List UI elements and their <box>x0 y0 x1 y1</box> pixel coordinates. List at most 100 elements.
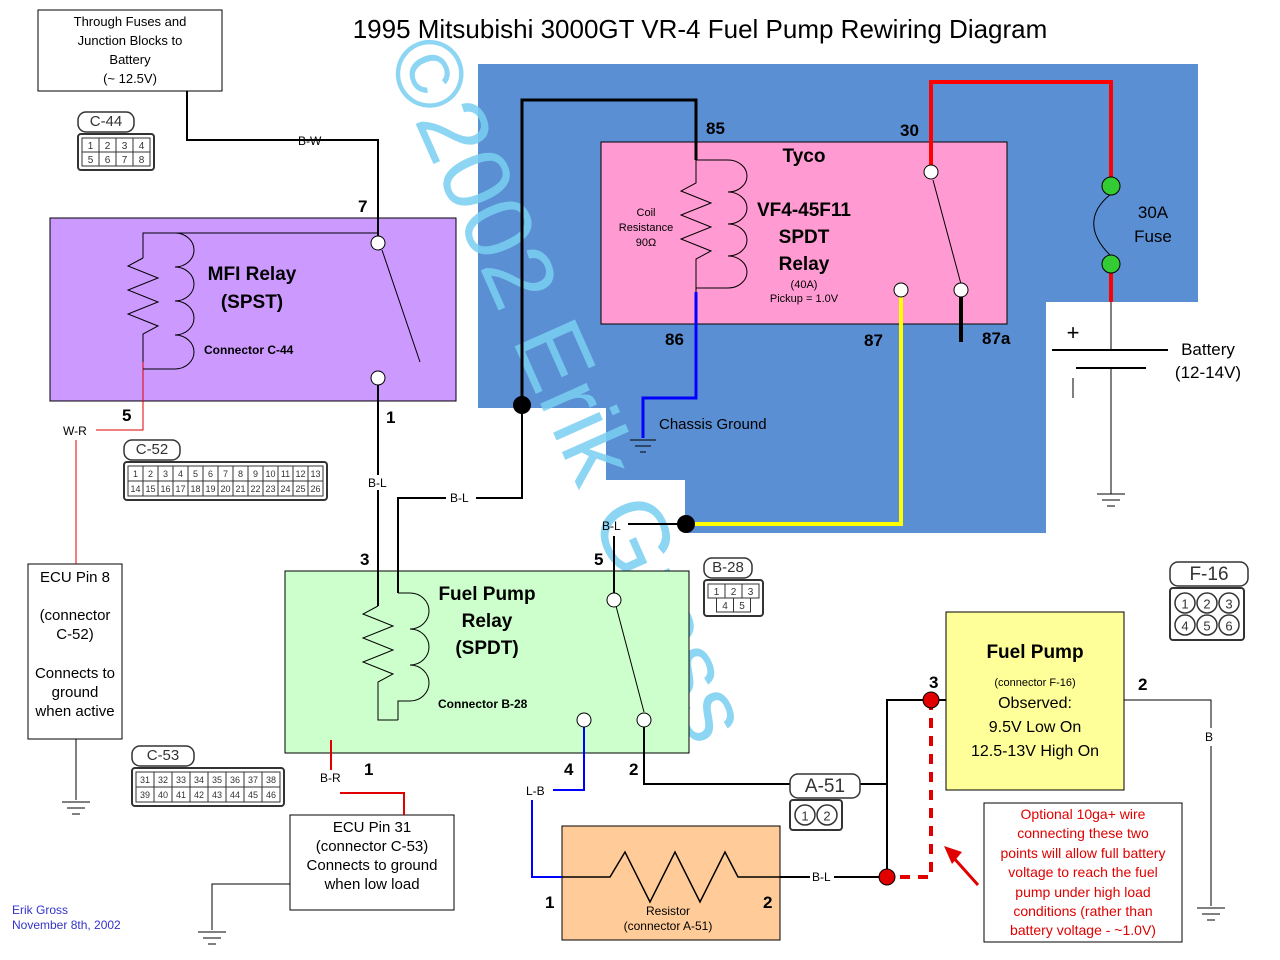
connector-c53-pin-label: 35 <box>212 775 222 785</box>
wire-wr-mfi <box>96 362 144 431</box>
ecu8-line1: ECU Pin 8 <box>40 569 110 586</box>
note-line5: pump under high load <box>1015 884 1150 900</box>
ecu8-line3: C-52) <box>56 626 94 643</box>
pin-mfi-5: 5 <box>122 406 131 425</box>
mfi-relay-box <box>49 217 457 402</box>
junction-dot-resistor <box>878 868 896 886</box>
ecu-pin8-box <box>27 563 123 740</box>
pin-fp-2: 2 <box>629 760 638 779</box>
pin-fp-1: 1 <box>364 760 373 779</box>
note-line2: connecting these two <box>1017 825 1149 841</box>
connector-a51-pin-label: 2 <box>823 809 830 824</box>
tyco-relay-box <box>600 141 1008 325</box>
connector-c52-pin-label: 4 <box>178 469 183 479</box>
wire-label-lb: L-B <box>526 784 545 798</box>
fuel-pump-relay-box <box>284 570 690 754</box>
tyco-type: SPDT <box>779 227 830 248</box>
note-box <box>983 802 1183 943</box>
connector-b28-pin-label: 5 <box>739 601 745 612</box>
connector-c44-pin-label: 7 <box>122 155 128 166</box>
wire-lb <box>553 720 585 791</box>
pin-tyco-86: 86 <box>665 330 684 349</box>
fuel-pump-low: 9.5V Low On <box>989 719 1082 736</box>
mfi-coil <box>126 232 195 370</box>
fp-relay-connector: Connector B-28 <box>438 697 528 711</box>
connector-c53-pin-label: 36 <box>230 775 240 785</box>
connector-a51-name: A-51 <box>805 776 845 797</box>
wire-bw <box>186 91 379 243</box>
wire-red-30 <box>929 80 1113 186</box>
ground-pump-icon <box>1197 907 1225 921</box>
pin-fp-5: 5 <box>594 550 603 569</box>
note-line6: conditions (rather than <box>1013 903 1152 919</box>
connector-c52-pin-label: 14 <box>130 484 140 494</box>
connector-c52-pin-label: 23 <box>265 484 275 494</box>
connector-c44-pin-label: 8 <box>139 155 145 166</box>
connector-f16-pin-label: 1 <box>1181 597 1188 612</box>
fp-coil-bottom-lead <box>377 700 398 721</box>
connector-c52-pin-label: 17 <box>175 484 185 494</box>
wire-label-bl-junction: B-L <box>450 491 469 505</box>
fuel-pump-connector: (connector F-16) <box>994 677 1075 689</box>
connector-c53-pin <box>261 786 281 803</box>
fuse-symbol <box>1093 176 1121 274</box>
ecu8-line6: when active <box>34 703 114 720</box>
connector-c52-pin-label: 21 <box>235 484 245 494</box>
connector-b28-pin-label: 2 <box>731 587 737 598</box>
connector-c52-pin-label: 24 <box>280 484 290 494</box>
pin-tyco-30: 30 <box>900 121 919 140</box>
connector-c52-pin-label: 8 <box>238 469 243 479</box>
connector-c44-pin-label: 5 <box>88 155 94 166</box>
tyco-coil-label1: Coil <box>637 207 656 219</box>
connector-c52-name: C-52 <box>136 441 169 458</box>
battery-source-line3: Battery <box>109 52 151 67</box>
battery-source-line2: Junction Blocks to <box>78 33 183 48</box>
connector-a51-tag <box>789 773 861 799</box>
connector-c53-pin-label: 45 <box>248 790 258 800</box>
pin-tyco-87: 87 <box>864 331 883 350</box>
ecu31-line1: ECU Pin 31 <box>333 819 411 836</box>
battery-label1: Battery <box>1181 340 1235 359</box>
fuel-pump-high: 12.5-13V High On <box>971 743 1099 760</box>
connector-c44-pin-label: 6 <box>105 155 111 166</box>
connector-b28-tag <box>703 557 753 579</box>
connector-c44-pin <box>132 151 151 167</box>
connector-c53-pin-label: 40 <box>158 790 168 800</box>
connector-c44-name: C-44 <box>90 113 123 130</box>
connector-c53-pin-label: 33 <box>176 775 186 785</box>
fp-relay-name2: Relay <box>462 611 513 632</box>
connector-f16-pin <box>1218 614 1240 636</box>
connector-c52-pin-label: 12 <box>295 469 305 479</box>
pin-tyco-87a: 87a <box>982 329 1011 348</box>
wire-br-ecu31 <box>340 792 405 815</box>
connector-c53-pin-label: 31 <box>140 775 150 785</box>
connector-f16-pin-label: 5 <box>1203 619 1210 634</box>
note-line4: voltage to reach the fuel <box>1008 864 1157 880</box>
connector-c53-pin-label: 34 <box>194 775 204 785</box>
connector-c52-tag <box>123 439 181 461</box>
connector-f16-pin <box>1196 592 1218 614</box>
connector-c44-pin-label: 4 <box>139 141 145 152</box>
tyco-coil-label2: Resistance <box>619 222 673 234</box>
tyco-type2: Relay <box>779 254 830 275</box>
note-line7: battery voltage - ~1.0V) <box>1010 922 1156 938</box>
fuel-pump-observed: Observed: <box>998 695 1072 712</box>
ecu31-line4: when low load <box>323 876 419 893</box>
wire-yellow-87 <box>686 290 903 526</box>
resistor-connector: (connector A-51) <box>624 919 713 933</box>
battery-source-text: Through Fuses and Junction Blocks to Bat… <box>74 14 187 86</box>
fuel-pump-title: Fuel Pump <box>986 642 1083 663</box>
wire-label-bl-resistor: B-L <box>812 870 831 884</box>
resistor-symbol <box>562 850 780 904</box>
optional-arrow-head <box>944 846 962 864</box>
wire-b-pump <box>1124 699 1212 728</box>
connector-c52-pin-label: 7 <box>223 469 228 479</box>
ecu8-line4: Connects to <box>35 665 115 682</box>
fp-contact-5 <box>606 592 622 608</box>
connector-c53-pin-label: 37 <box>248 775 258 785</box>
connector-c53-pin-label: 46 <box>266 790 276 800</box>
